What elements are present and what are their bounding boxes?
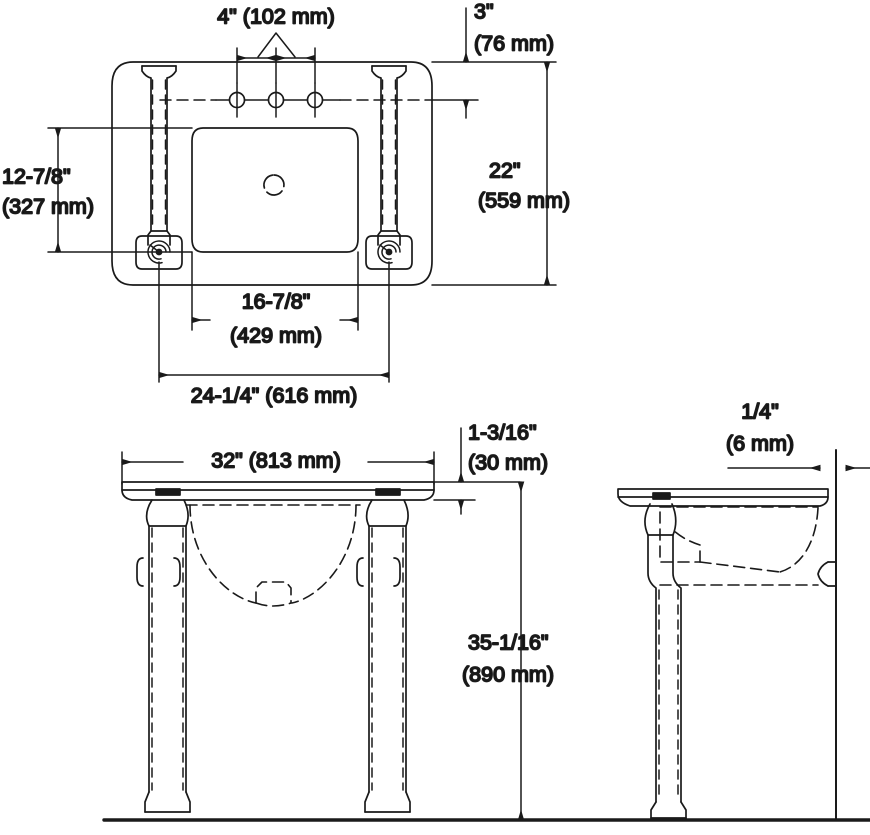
bowl-hidden-outline-side [659, 506, 819, 586]
dim-counter-thickness-metric: (30 mm) [468, 451, 548, 475]
side-elevation-group: 1/4" (6 mm) [617, 399, 870, 821]
basin-outline [191, 127, 359, 253]
drain-icon [263, 174, 285, 196]
leg-left-plan [135, 65, 183, 270]
dim-counter-width [121, 451, 435, 485]
countertop-outline [111, 61, 433, 286]
dim-wall-to-holes-imperial: 3" [474, 0, 494, 24]
dim-counter-thickness [433, 427, 521, 515]
leg-left-front [136, 488, 191, 813]
dim-bowl-width [191, 251, 359, 331]
dim-leg-spread-label: 24-1/4" (616 mm) [191, 384, 358, 408]
leg-right-plan [365, 65, 413, 270]
leg-right-front [356, 488, 411, 813]
dim-faucet-spread [236, 32, 316, 84]
wall-bracket-side [817, 561, 837, 587]
dim-wall-to-holes [431, 7, 557, 119]
dim-wall-gap-imperial: 1/4" [741, 400, 779, 424]
dim-bowl-depth-imperial: 12-7/8" [2, 165, 71, 189]
dim-wall-gap-metric: (6 mm) [726, 432, 794, 456]
leg-side [644, 492, 687, 819]
top-view-group: 4" (102 mm) 3" (76 mm) [1, 0, 571, 409]
dim-overall-height-imperial: 35-1/16" [468, 631, 549, 655]
dim-bowl-depth [47, 127, 193, 253]
dim-leg-spread [158, 261, 390, 383]
bowl-hidden-outline-front [185, 504, 361, 607]
dim-bowl-width-imperial: 16-7/8" [242, 290, 311, 314]
dim-counter-depth-metric: (559 mm) [478, 189, 570, 213]
dim-counter-depth-imperial: 22" [489, 159, 521, 183]
front-elevation-group: 32" (813 mm) 1-3/16" (30 mm) 35-1/16" (8… [102, 420, 870, 822]
dim-overall-height-metric: (890 mm) [462, 663, 554, 687]
faucet-centerlines [215, 82, 341, 118]
dim-faucet-spread-label: 4" (102 mm) [217, 5, 335, 29]
dim-bowl-width-metric: (429 mm) [230, 324, 322, 348]
countertop-profile-front [121, 481, 435, 501]
dim-counter-width-label: 32" (813 mm) [211, 449, 341, 473]
dim-wall-to-holes-metric: (76 mm) [474, 32, 554, 56]
dim-bowl-depth-metric: (327 mm) [2, 195, 94, 219]
dim-counter-thickness-imperial: 1-3/16" [468, 421, 537, 445]
dim-counter-depth [431, 61, 557, 286]
